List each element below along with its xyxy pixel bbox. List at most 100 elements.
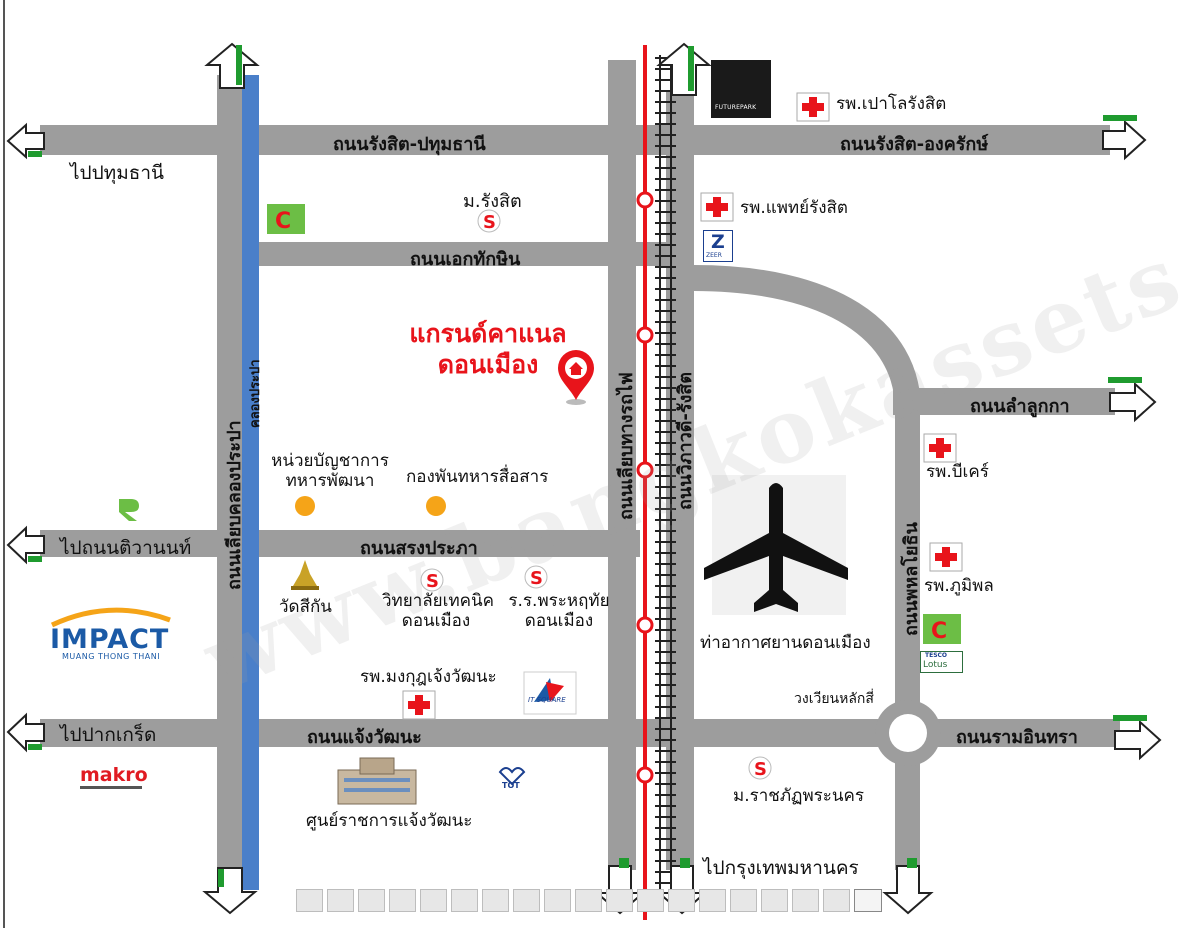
temple-icon xyxy=(291,560,319,590)
place-wat: วัดสีกัน xyxy=(279,597,332,617)
logo-zeer-mark: Z xyxy=(711,231,725,253)
thumbnail[interactable] xyxy=(513,889,540,912)
logo-futurepark-text: FUTUREPARK xyxy=(715,104,757,111)
road-label-ramintra: ถนนรามอินทรา xyxy=(956,727,1078,748)
makro-tagline-bar xyxy=(80,786,142,789)
logo-r-icon xyxy=(113,495,145,523)
thumbnail[interactable] xyxy=(606,889,633,912)
thumbnail[interactable] xyxy=(482,889,509,912)
logo-itsquare-text: IT SQUARE xyxy=(528,696,566,704)
place-unit-command: หน่วยบัญชาการ ทหารพัฒนา xyxy=(268,451,392,491)
logo-makro: makro xyxy=(80,764,148,786)
property-name-line1: แกรนด์คาแนล xyxy=(409,319,567,348)
place-hosp-phaet: รพ.แพทย์รังสิต xyxy=(740,198,848,218)
svg-text:S: S xyxy=(483,212,496,233)
arrow-up-icon xyxy=(204,42,260,89)
svg-text:C: C xyxy=(275,209,291,234)
hospital-cross-icon xyxy=(402,690,436,720)
thumbnail[interactable] xyxy=(699,889,726,912)
place-school-line2: ดอนเมือง xyxy=(524,610,594,631)
arrow-right-icon xyxy=(1102,119,1147,161)
rail-station xyxy=(636,616,654,634)
railway-track xyxy=(655,55,676,905)
place-tech-college: วิทยาลัยเทคนิค ดอนเมือง xyxy=(382,591,495,631)
logo-itsquare-icon xyxy=(523,671,577,715)
poi-military-dot xyxy=(426,496,446,516)
thumbnail[interactable] xyxy=(668,889,695,912)
thumbnail[interactable] xyxy=(823,889,850,912)
hospital-cross-icon xyxy=(796,92,830,122)
road-label-railway-side: ถนนเลียบทางรถไฟ xyxy=(616,372,637,520)
logo-lotus-text: Lotus xyxy=(923,660,948,670)
logo-bigc-icon: C xyxy=(267,204,305,234)
place-hosp-bhumibol: รพ.ภูมิพล xyxy=(924,576,994,596)
direction-label-tiwanon: ไปถนนติวานนท์ xyxy=(60,537,192,559)
place-tech-college-line2: ดอนเมือง xyxy=(401,610,471,631)
rail-stations xyxy=(636,191,654,784)
arrow-left-icon xyxy=(6,525,45,565)
road-railway-side xyxy=(608,60,636,870)
thumbnail[interactable] xyxy=(730,889,757,912)
logo-tesco-lotus: TESCO Lotus xyxy=(920,651,963,673)
arrow-accents xyxy=(28,45,1147,887)
road-label-ekthakin: ถนนเอกทักษิน xyxy=(410,249,521,270)
place-school: ร.ร.พระหฤทัย ดอนเมือง xyxy=(504,591,614,631)
logo-impact-subtext: MUANG THONG THANI xyxy=(62,652,161,661)
thumbnail[interactable] xyxy=(637,889,664,912)
road-label-khlong-prapa-side: ถนนเลียบคลองประปา xyxy=(224,420,245,590)
road-lamlukka xyxy=(893,388,1115,415)
impact-arc xyxy=(50,607,171,628)
thumbnail[interactable] xyxy=(544,889,571,912)
place-hosp-mongkut: รพ.มงกุฎเจ้งวัฒนะ xyxy=(360,667,497,687)
school-s-icon: S xyxy=(748,756,772,780)
direction-label-bangkok: ไปกรุงเทพมหานคร xyxy=(703,857,859,879)
thumbnail-strip xyxy=(296,889,882,912)
thumbnail[interactable] xyxy=(296,889,323,912)
road-label-chaengwattana: ถนนแจ้งวัฒนะ xyxy=(307,727,422,748)
thumbnail[interactable] xyxy=(451,889,478,912)
thumbnail[interactable] xyxy=(327,889,354,912)
thumbnail[interactable] xyxy=(389,889,416,912)
school-s-icon: S xyxy=(524,565,548,589)
rail-station xyxy=(636,461,654,479)
location-pin-icon xyxy=(558,350,594,405)
svg-text:S: S xyxy=(530,568,543,589)
place-tech-college-line1: วิทยาลัยเทคนิค xyxy=(382,591,495,611)
thumbnail[interactable] xyxy=(761,889,788,912)
road-label-rangsit-pathum: ถนนรังสิต-ปทุมธานี xyxy=(333,134,486,155)
rail-station xyxy=(636,326,654,344)
gov-center-building-icon xyxy=(337,757,417,805)
logo-impact: IMPACT MUANG THONG THANI xyxy=(46,606,188,662)
arrow-right-icon xyxy=(1109,381,1157,423)
logo-tot-text: TOT xyxy=(502,781,520,790)
property-title: แกรนด์คาแนล ดอนเมือง xyxy=(400,318,576,381)
logo-zeer: Z ZEER xyxy=(703,230,733,262)
logo-tesco-text: TESCO xyxy=(925,652,948,659)
thumbnail[interactable] xyxy=(358,889,385,912)
thumbnail[interactable] xyxy=(420,889,447,912)
place-gov-center: ศูนย์ราชการแจ้งวัฒนะ xyxy=(306,811,473,831)
place-airport: ท่าอากาศยานดอนเมือง xyxy=(700,633,871,653)
thumbnail[interactable] xyxy=(575,889,602,912)
road-label-rangsit-ongkharak: ถนนรังสิต-องครักษ์ xyxy=(840,134,989,155)
logo-impact-text: IMPACT xyxy=(50,624,170,655)
arrow-down-icon xyxy=(882,865,934,915)
rail-station xyxy=(636,191,654,209)
hospital-cross-icon xyxy=(929,542,963,572)
poi-military-dot xyxy=(295,496,315,516)
school-icons: S S S S xyxy=(420,209,772,780)
road-songprapa xyxy=(40,530,640,557)
road-phahonyothin xyxy=(895,400,920,870)
svg-text:S: S xyxy=(426,571,439,592)
place-unit-command-line2: ทหารพัฒนา xyxy=(285,470,375,491)
thumbnail[interactable] xyxy=(792,889,819,912)
arrow-left-icon xyxy=(6,712,45,753)
road-label-vibhavadi: ถนนวิภาวดี-รังสิต xyxy=(675,372,696,510)
thumbnail-map[interactable] xyxy=(854,889,882,912)
direction-label-pathum: ไปปทุมธานี xyxy=(70,162,164,184)
school-s-icon: S xyxy=(420,568,444,592)
canal-label: คลองประปา xyxy=(248,359,263,428)
road-khlong-prapa xyxy=(217,75,243,890)
